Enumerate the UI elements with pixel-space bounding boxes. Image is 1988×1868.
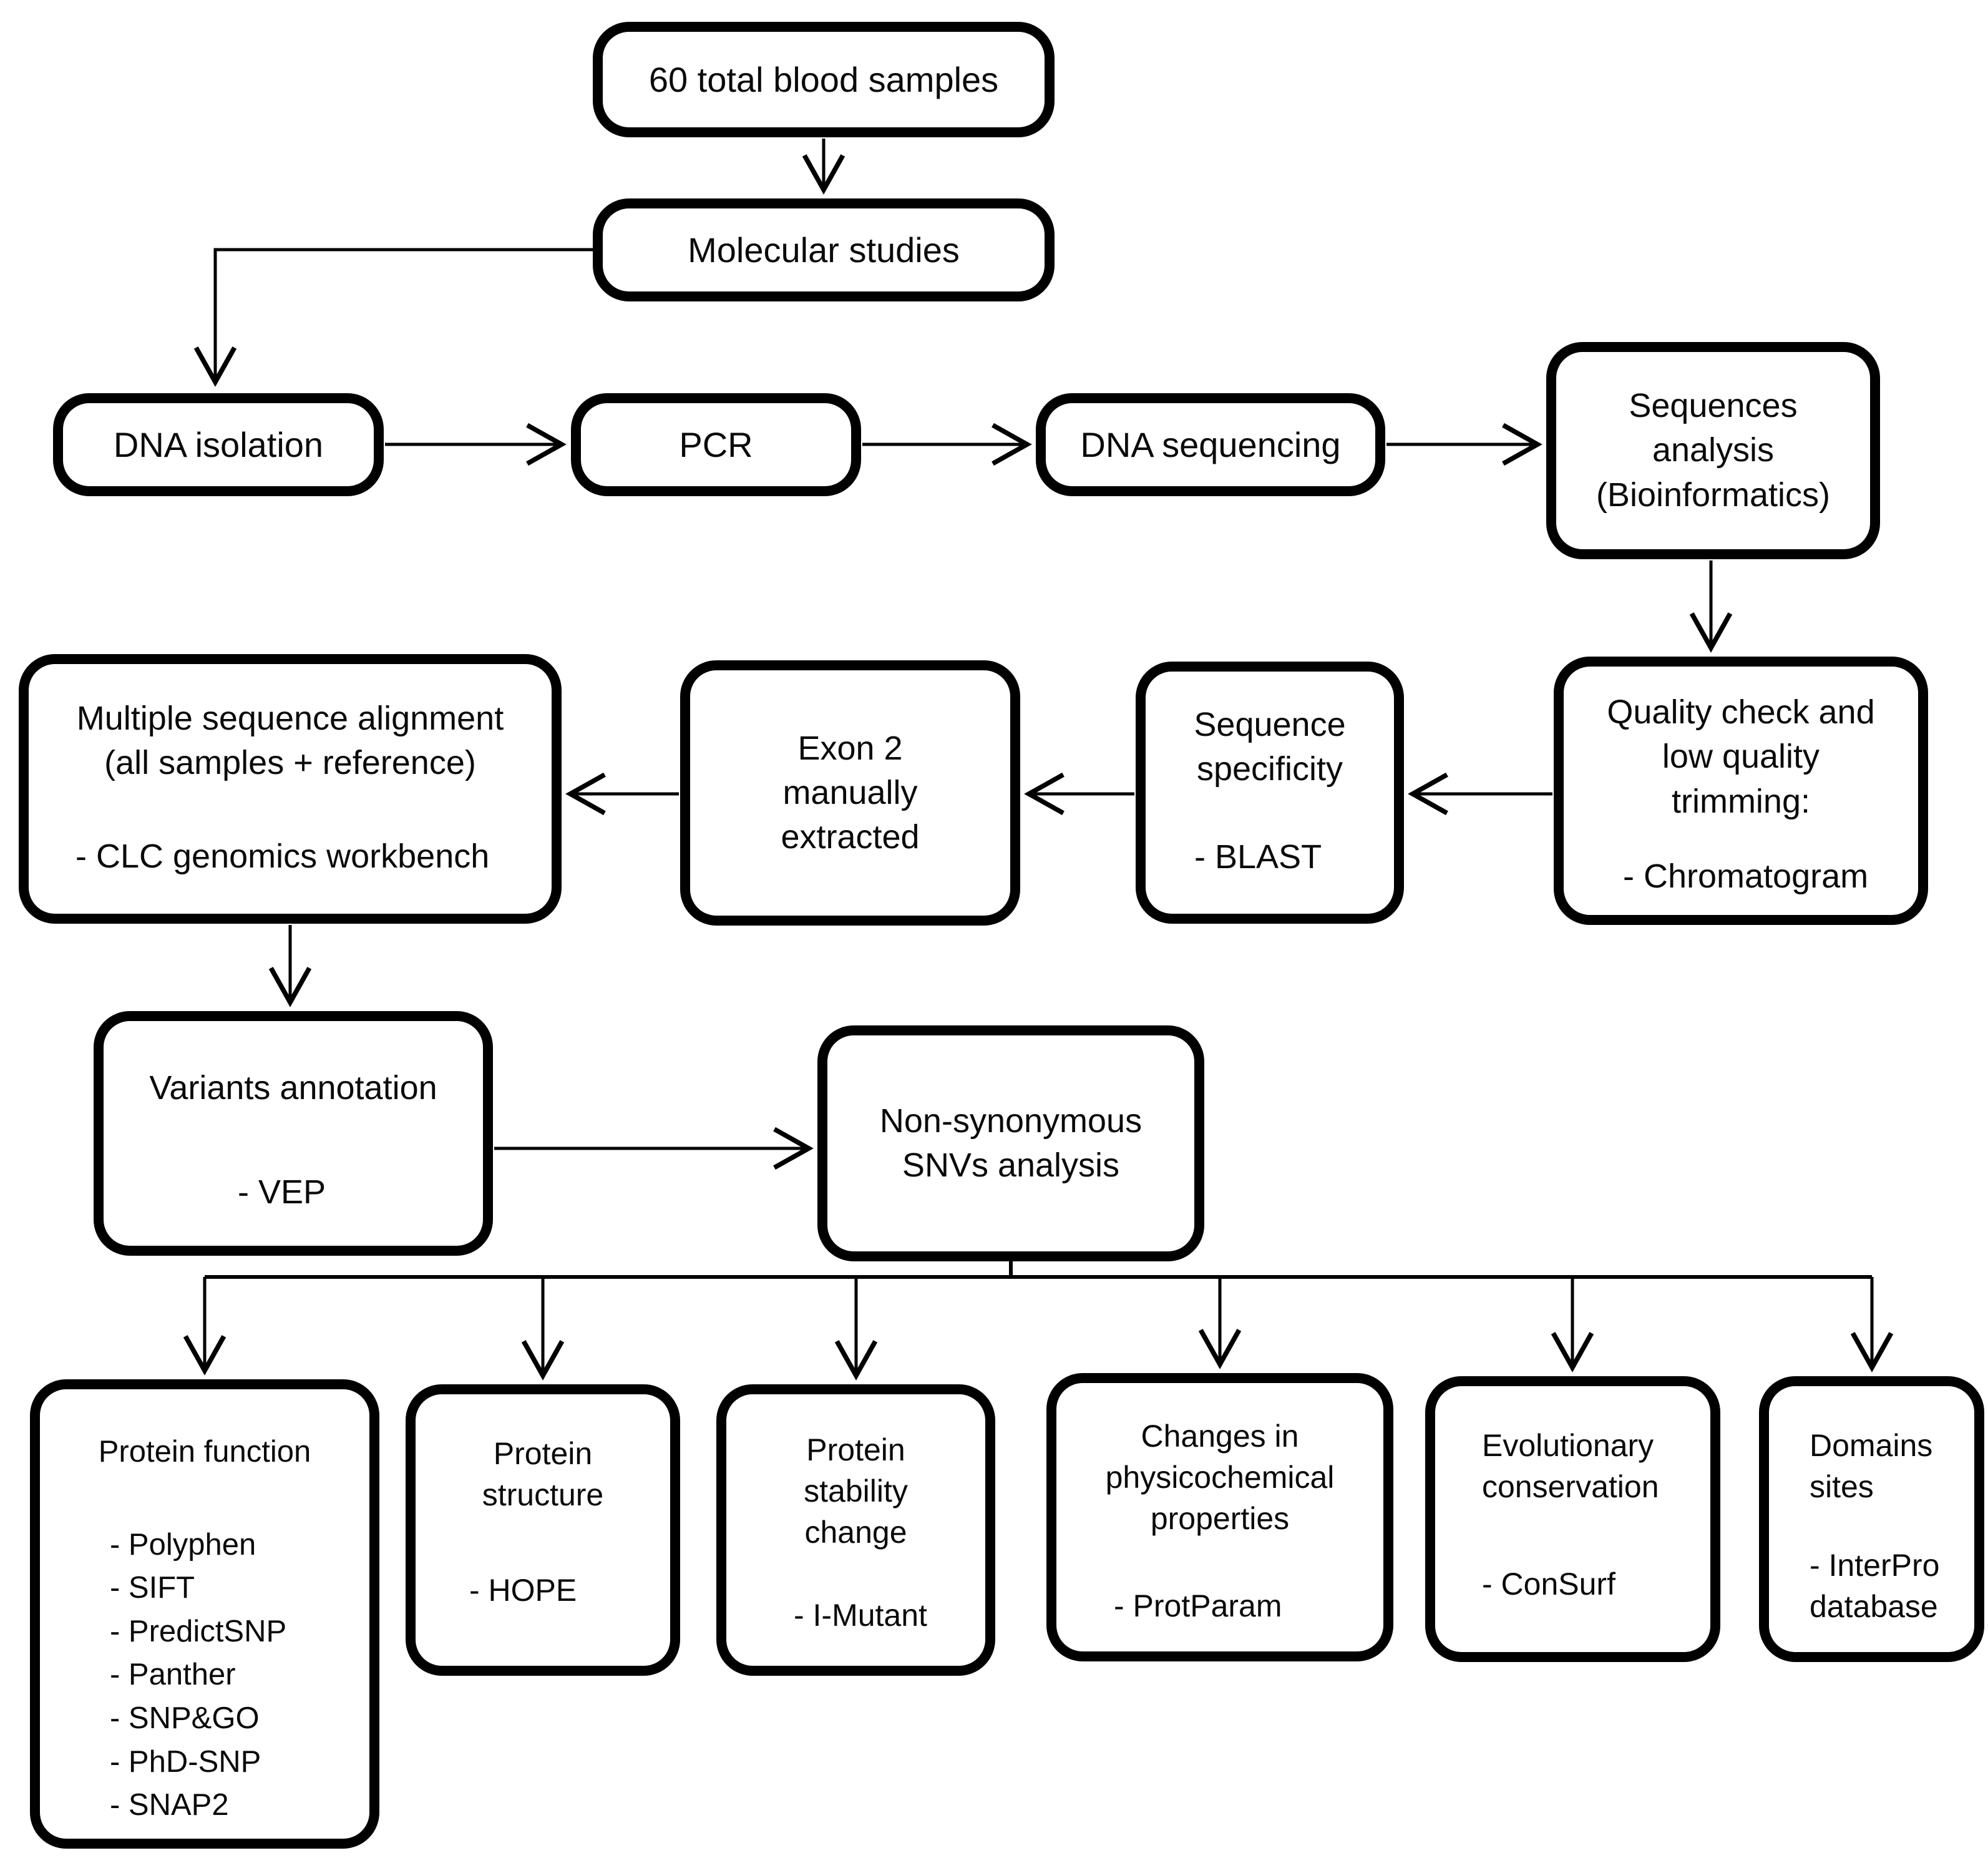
node-protein-function: Protein function - Polyphen - SIFT - Pre… (30, 1379, 379, 1849)
node-dna-sequencing: DNA sequencing (1036, 393, 1385, 496)
node-variants-annotation-tools: - VEP (238, 1173, 326, 1211)
arrow-molecular-to-isolation (193, 248, 593, 387)
node-msa-title: Multiple sequence alignment (all samples… (76, 700, 504, 782)
node-nonsynonymous-snvs: Non-synonymous SNVs analysis (817, 1025, 1204, 1261)
node-domains-sites-tools: - InterPro database (1810, 1548, 1940, 1624)
node-protein-stability: Protein stability change - I-Mutant (716, 1384, 995, 1676)
node-quality-check-title: Quality check and low quality trimming: (1607, 693, 1875, 820)
node-domains-sites-title: Domains sites (1810, 1428, 1933, 1504)
node-samples-title: 60 total blood samples (648, 59, 999, 99)
node-molecular-studies: Molecular studies (593, 198, 1055, 301)
node-protein-stability-tools: - I-Mutant (794, 1598, 927, 1633)
node-protein-stability-title: Protein stability change (804, 1432, 908, 1550)
node-msa-tools: - CLC genomics workbench (76, 837, 490, 875)
node-nonsynonymous-snvs-title: Non-synonymous SNVs analysis (879, 1102, 1143, 1184)
node-protein-function-tools: - Polyphen - SIFT - PredictSNP - Panther… (110, 1527, 287, 1822)
node-samples: 60 total blood samples (593, 22, 1055, 137)
node-dna-isolation: DNA isolation (53, 393, 384, 496)
node-exon2: Exon 2 manually extracted (680, 660, 1020, 926)
node-physicochemical-title: Changes in physicochemical properties (1105, 1419, 1335, 1536)
node-variants-annotation-title: Variants annotation (149, 1069, 437, 1107)
node-evolutionary-conservation-title: Evolutionary conservation (1482, 1428, 1659, 1504)
branch-trunk (205, 1261, 1872, 1279)
node-msa: Multiple sequence alignment (all samples… (19, 654, 562, 924)
node-variants-annotation: Variants annotation - VEP (94, 1011, 493, 1256)
node-quality-check-tools: - Chromatogram (1623, 857, 1869, 895)
node-protein-structure: Protein structure - HOPE (406, 1384, 680, 1676)
node-sequence-specificity-tools: - BLAST (1194, 838, 1322, 876)
node-physicochemical: Changes in physicochemical properties - … (1046, 1373, 1393, 1661)
node-dna-isolation-title: DNA isolation (113, 424, 324, 464)
node-sequence-specificity: Sequence specificity - BLAST (1136, 662, 1404, 924)
node-domains-sites: Domains sites - InterPro database (1759, 1376, 1984, 1662)
node-molecular-studies-title: Molecular studies (688, 230, 960, 270)
node-pcr-title: PCR (679, 424, 753, 464)
node-sequences-analysis-title: Sequences analysis (Bioinformatics) (1596, 387, 1831, 514)
node-sequences-analysis: Sequences analysis (Bioinformatics) (1546, 342, 1880, 559)
node-protein-function-title: Protein function (98, 1435, 311, 1469)
node-physicochemical-tools: - ProtParam (1114, 1588, 1282, 1623)
node-quality-check: Quality check and low quality trimming: … (1554, 657, 1928, 925)
node-evolutionary-conservation-tools: - ConSurf (1482, 1567, 1615, 1601)
node-pcr: PCR (571, 393, 861, 496)
node-sequence-specificity-title: Sequence specificity (1194, 706, 1346, 788)
node-exon2-title: Exon 2 manually extracted (781, 729, 920, 856)
node-protein-structure-title: Protein structure (482, 1436, 604, 1512)
node-evolutionary-conservation: Evolutionary conservation - ConSurf (1425, 1376, 1720, 1662)
node-protein-structure-tools: - HOPE (469, 1573, 577, 1608)
node-dna-sequencing-title: DNA sequencing (1080, 424, 1341, 464)
